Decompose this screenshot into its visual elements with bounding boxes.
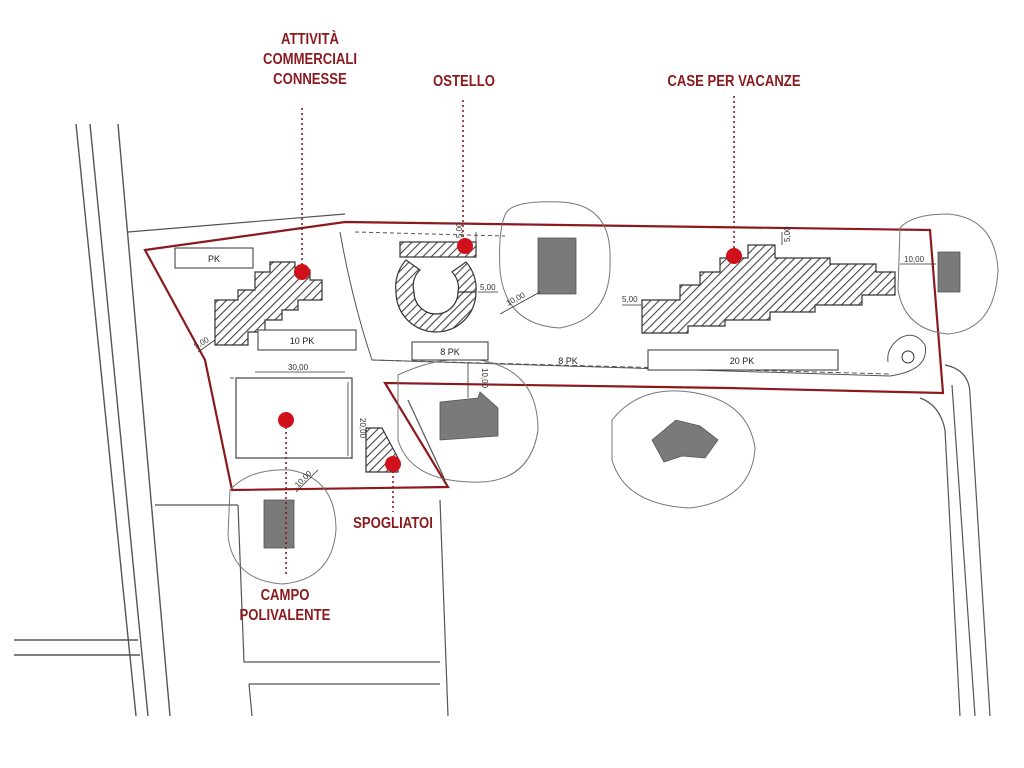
label-spogliatoi-line-1: SPOGLIATOI bbox=[353, 515, 433, 532]
dim-5: 5,00 bbox=[622, 295, 638, 304]
existing-building-5 bbox=[263, 499, 295, 549]
case-vacanze-building bbox=[641, 244, 896, 334]
label-attivita-line-2: COMMERCIALI bbox=[262, 51, 358, 68]
dim-9: 30,00 bbox=[288, 363, 309, 372]
proposed-buildings bbox=[214, 241, 896, 473]
marker-attivita bbox=[294, 264, 310, 280]
pk-10-label: 10 PK bbox=[290, 336, 315, 346]
existing-building-4 bbox=[651, 419, 719, 463]
dim-6: 5,00 bbox=[783, 226, 792, 242]
ostello-ring bbox=[395, 259, 477, 333]
roundabout-dot bbox=[901, 350, 915, 364]
existing-buildings bbox=[263, 237, 961, 549]
campo-field bbox=[235, 377, 353, 459]
existing-building-buffers bbox=[227, 201, 999, 585]
dim-1: 5,00 bbox=[193, 335, 211, 351]
markers bbox=[278, 238, 742, 472]
label-ostello-line-1: OSTELLO bbox=[433, 73, 495, 90]
existing-building-3 bbox=[439, 391, 499, 441]
dim-2: 5,00 bbox=[455, 222, 464, 238]
parking-10 bbox=[257, 329, 357, 351]
ostello-bar bbox=[399, 241, 477, 258]
pk-top-label: PK bbox=[208, 254, 220, 264]
marker-spogliatoi bbox=[385, 456, 401, 472]
parking-8a bbox=[411, 341, 489, 361]
existing-building-2 bbox=[937, 251, 961, 293]
pk-20-label: 20 PK bbox=[730, 356, 755, 366]
parking-top bbox=[174, 247, 254, 269]
dimension-lines bbox=[197, 232, 936, 493]
dim-10: 20,00 bbox=[358, 418, 367, 439]
dim-8: 10,00 bbox=[480, 368, 489, 389]
main-road bbox=[14, 123, 171, 717]
label-ostello: OSTELLO bbox=[423, 72, 505, 92]
pk-8a-label: 8 PK bbox=[440, 347, 460, 357]
dim-7: 10,00 bbox=[904, 255, 925, 264]
leader-lines bbox=[285, 96, 735, 576]
label-case-line-1: CASE PER VACANZE bbox=[667, 73, 801, 90]
parking-areas bbox=[174, 247, 915, 371]
label-campo: CAMPO POLIVALENTE bbox=[232, 586, 339, 626]
parking-20 bbox=[647, 349, 839, 371]
marker-campo bbox=[278, 412, 294, 428]
pk-8b-label: 8 PK bbox=[558, 356, 578, 366]
label-case-vacanze: CASE PER VACANZE bbox=[652, 72, 816, 92]
label-attivita: ATTIVITÀ COMMERCIALI CONNESSE bbox=[261, 30, 359, 90]
label-spogliatoi: SPOGLIATOI bbox=[348, 514, 438, 534]
label-campo-line-1: CAMPO bbox=[260, 587, 310, 604]
parcel-lines bbox=[127, 213, 991, 717]
existing-building-1 bbox=[537, 237, 577, 295]
label-attivita-line-1: ATTIVITÀ bbox=[280, 31, 340, 48]
marker-ostello bbox=[457, 238, 473, 254]
project-boundary bbox=[143, 220, 945, 492]
marker-case bbox=[726, 248, 742, 264]
label-campo-line-2: POLIVALENTE bbox=[239, 607, 331, 624]
dim-3: 5,00 bbox=[480, 283, 496, 292]
label-attivita-line-3: CONNESSE bbox=[273, 71, 347, 88]
